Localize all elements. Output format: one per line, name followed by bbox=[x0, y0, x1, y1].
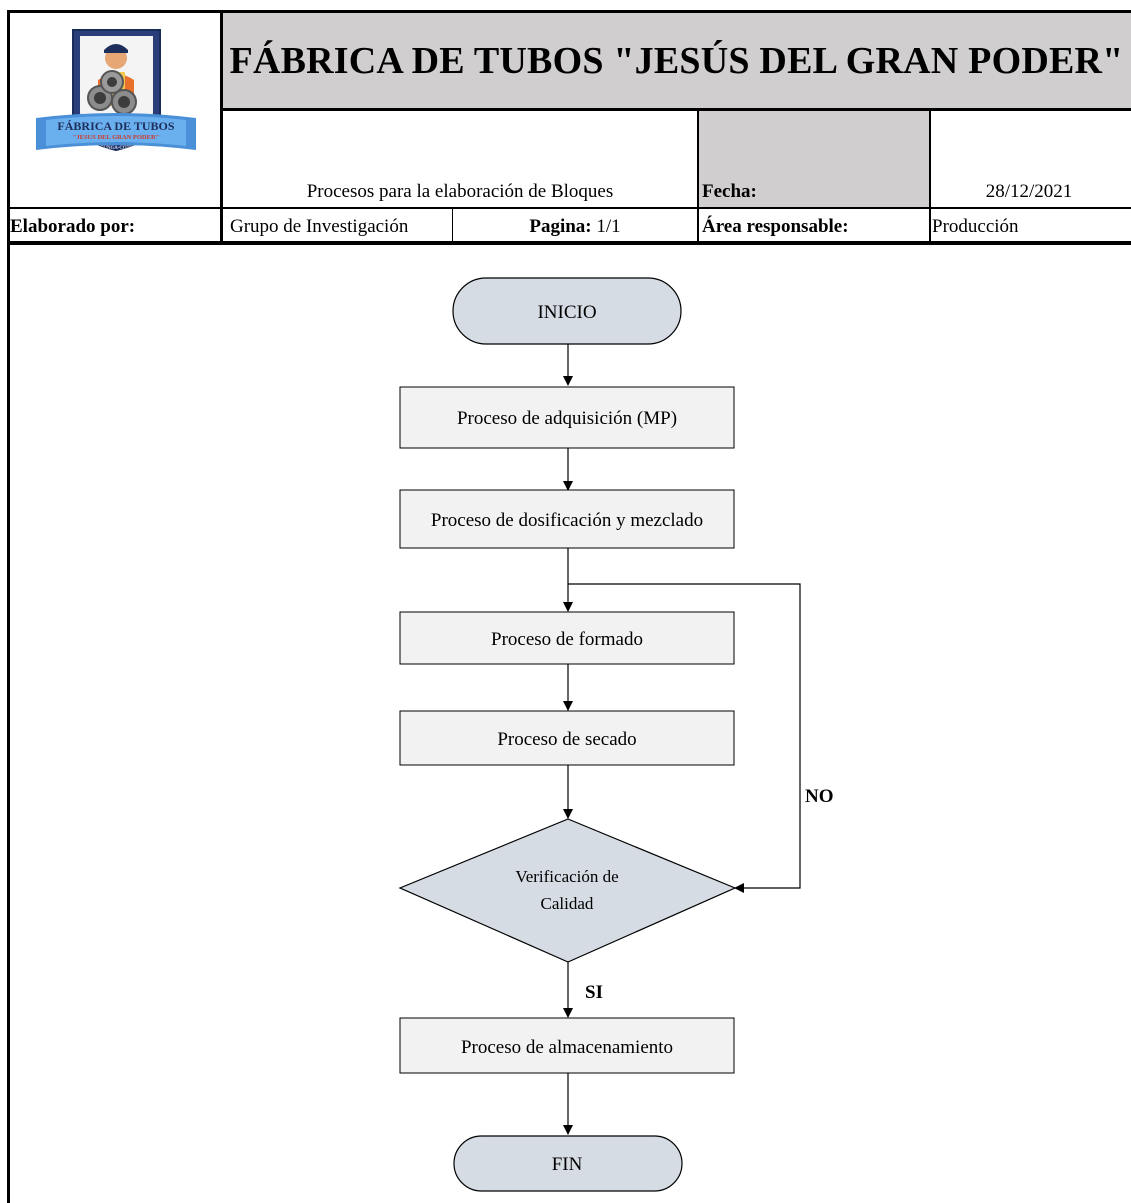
page-label: Pagina: bbox=[529, 216, 592, 237]
no-branch-label: NO bbox=[805, 786, 834, 807]
date-cell-left-divider bbox=[697, 110, 699, 243]
area-label: Área responsable: bbox=[702, 216, 849, 237]
date-cell-right-divider bbox=[929, 110, 931, 243]
info-row-border bbox=[7, 241, 1131, 245]
end-label: FIN bbox=[552, 1154, 583, 1175]
decision-line1: Verificación de bbox=[515, 867, 618, 886]
header-row-border bbox=[7, 207, 1131, 209]
left-border bbox=[7, 10, 10, 1203]
process-title: Procesos para la elaboración de Bloques bbox=[306, 181, 614, 202]
quality-decision: Verificación de Calidad bbox=[398, 818, 737, 963]
connector-no-loop bbox=[568, 583, 801, 893]
date-label: Fecha: bbox=[702, 181, 757, 202]
area-value: Producción bbox=[932, 216, 1019, 237]
drying-label: Proceso de secado bbox=[497, 729, 636, 750]
page-indicator: Pagina: 1/1 bbox=[452, 216, 698, 238]
dosing-label: Proceso de dosificación y mezclado bbox=[431, 510, 703, 531]
storage-label: Proceso de almacenamiento bbox=[461, 1037, 673, 1058]
decision-line2: Calidad bbox=[541, 894, 594, 913]
drying-step: Proceso de secado bbox=[399, 710, 735, 766]
logo-divider bbox=[220, 10, 223, 243]
forming-label: Proceso de formado bbox=[491, 629, 643, 650]
page-value: 1/1 bbox=[596, 216, 621, 237]
prepared-by-value: Grupo de Investigación bbox=[230, 216, 409, 237]
dosing-step: Proceso de dosificación y mezclado bbox=[399, 489, 735, 549]
company-logo: FÁBRICA DE TUBOS "JESUS DEL GRAN PODER" … bbox=[36, 29, 196, 152]
company-title: FÁBRICA DE TUBOS "JESÚS DEL GRAN PODER" bbox=[222, 12, 1131, 110]
date-label-cell bbox=[698, 110, 930, 208]
logo-line2: "JESUS DEL GRAN PODER" bbox=[73, 134, 160, 141]
start-label: INICIO bbox=[537, 302, 596, 323]
top-border bbox=[7, 10, 1131, 13]
end-node: FIN bbox=[453, 1135, 683, 1192]
logo-line1: FÁBRICA DE TUBOS bbox=[57, 119, 174, 133]
date-value: 28/12/2021 bbox=[985, 181, 1073, 202]
forming-step: Proceso de formado bbox=[399, 611, 735, 665]
prepared-by-label: Elaborado por: bbox=[10, 216, 136, 237]
acquisition-label: Proceso de adquisición (MP) bbox=[457, 408, 677, 429]
logo-line3: LATACUNGA-COTOPAXI bbox=[88, 146, 145, 151]
company-title-text: FÁBRICA DE TUBOS "JESÚS DEL GRAN PODER" bbox=[229, 40, 1124, 82]
page-cell-divider bbox=[452, 208, 453, 243]
title-bottom-border bbox=[222, 108, 1131, 111]
yes-branch-label: SI bbox=[585, 982, 603, 1003]
acquisition-step: Proceso de adquisición (MP) bbox=[399, 386, 735, 449]
start-node: INICIO bbox=[452, 277, 682, 345]
storage-step: Proceso de almacenamiento bbox=[399, 1017, 735, 1074]
